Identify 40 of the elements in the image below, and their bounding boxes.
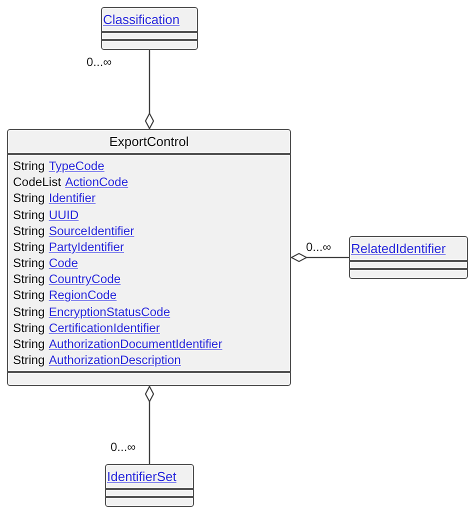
multiplicity-label: 0...∞ — [306, 240, 332, 252]
multiplicity-label: 0...∞ — [110, 441, 136, 453]
attribute-link: CertificationIdentifier — [48, 322, 160, 334]
attribute-link: EncryptionStatusCode — [48, 306, 170, 318]
attribute-type: String — [13, 240, 45, 254]
class-box — [105, 464, 194, 507]
aggregation-line — [144, 50, 154, 130]
class-link: Classification — [103, 10, 180, 29]
class-box — [101, 7, 198, 50]
attribute-link: ActionCode — [65, 176, 128, 188]
attribute-type: String — [13, 160, 45, 172]
attribute-link: PartyIdentifier — [48, 240, 124, 254]
attribute-link: CountryCode — [48, 273, 121, 286]
attribute-link: SourceIdentifier — [48, 224, 134, 237]
class-name: ExportControl — [109, 132, 189, 151]
attribute-link: UUID — [48, 208, 79, 221]
attribute-type: String — [13, 354, 45, 366]
class-link: RelatedIdentifier — [351, 240, 446, 258]
attribute-type: String — [13, 192, 45, 205]
attribute-type: CodeList — [13, 176, 62, 188]
attribute-type: String — [13, 257, 45, 270]
attribute-link: RegionCode — [48, 289, 117, 302]
class-box — [7, 129, 291, 386]
attribute-type: String — [13, 338, 45, 350]
attribute-link: AuthorizationDescription — [48, 354, 181, 366]
attribute-type: String — [13, 273, 45, 286]
attribute-type: String — [13, 306, 45, 318]
attribute-type: String — [13, 322, 45, 334]
attribute-type: String — [13, 224, 45, 237]
attribute-link: TypeCode — [48, 160, 104, 172]
class-box — [349, 236, 468, 279]
multiplicity-label: 0...∞ — [86, 56, 112, 68]
attribute-link: Code — [48, 257, 78, 270]
attribute-link: Identifier — [48, 192, 96, 205]
attribute-type: String — [13, 289, 45, 302]
class-link: IdentifierSet — [107, 468, 176, 486]
aggregation-line — [144, 386, 154, 464]
attribute-link: AuthorizationDocumentIdentifier — [48, 338, 222, 350]
aggregation-line — [290, 252, 349, 262]
attribute-type: String — [13, 208, 45, 221]
